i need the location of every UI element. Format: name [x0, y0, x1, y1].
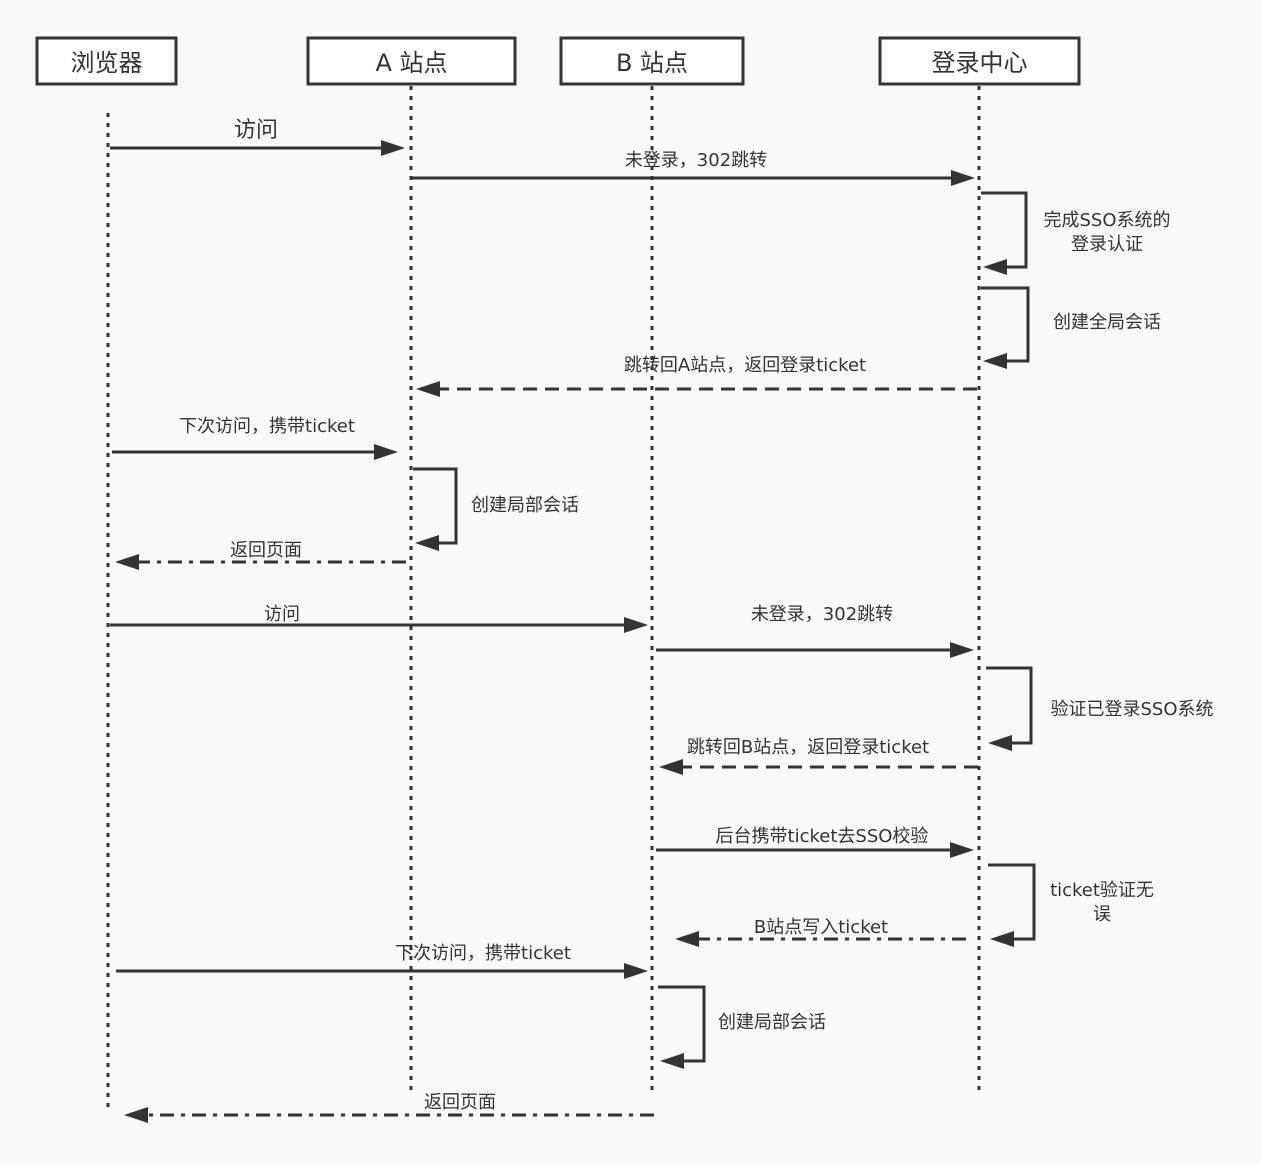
- message-15: B站点写入ticket: [675, 917, 966, 947]
- actor-label: B 站点: [616, 49, 688, 77]
- message-label: 后台携带ticket去SSO校验: [716, 826, 929, 847]
- arrowhead: [415, 535, 439, 551]
- message-13: 后台携带ticket去SSO校验: [656, 826, 974, 858]
- message-label: 完成SSO系统的登录认证: [1043, 210, 1170, 255]
- actor-siteB: B 站点: [559, 36, 745, 86]
- actor-label: 浏览器: [71, 49, 143, 77]
- self-message-line: [981, 286, 1030, 363]
- self-message-line: [986, 666, 1033, 745]
- message-label: 创建局部会话: [471, 495, 579, 516]
- message-7: 创建局部会话: [413, 467, 579, 551]
- arrowhead: [381, 140, 405, 156]
- message-label: 未登录，302跳转: [751, 604, 893, 625]
- message-label: 返回页面: [230, 540, 302, 561]
- message-14: ticket验证无误: [988, 863, 1154, 947]
- actor-sso: 登录中心: [878, 36, 1081, 86]
- arrowhead: [624, 963, 648, 979]
- self-message-line: [988, 863, 1036, 941]
- message-label: 创建局部会话: [718, 1012, 826, 1033]
- message-label: 访问: [264, 604, 300, 625]
- arrowhead: [416, 381, 440, 397]
- arrowhead: [950, 842, 974, 858]
- message-label: 跳转回A站点，返回登录ticket: [624, 355, 866, 376]
- arrowhead: [624, 617, 648, 633]
- message-8: 返回页面: [115, 540, 406, 570]
- actor-box: [559, 36, 745, 86]
- actor-box: [35, 36, 178, 86]
- message-label: 未登录，302跳转: [625, 150, 767, 171]
- actor-label: 登录中心: [932, 49, 1028, 77]
- message-label: 验证已登录SSO系统: [1050, 699, 1213, 720]
- arrowhead: [374, 444, 398, 460]
- actor-browser: 浏览器: [35, 36, 178, 86]
- message-label: 下次访问，携带ticket: [179, 416, 355, 437]
- arrowhead: [951, 170, 975, 186]
- message-label: ticket验证无误: [1050, 880, 1154, 925]
- actor-label: A 站点: [375, 49, 447, 77]
- arrowhead: [659, 759, 683, 775]
- message-5: 跳转回A站点，返回登录ticket: [416, 355, 977, 397]
- message-6: 下次访问，携带ticket: [112, 416, 398, 460]
- message-18: 返回页面: [124, 1092, 654, 1123]
- message-label: B站点写入ticket: [754, 917, 888, 938]
- arrowhead: [675, 931, 699, 947]
- message-4: 创建全局会话: [981, 286, 1161, 369]
- message-1: 访问: [110, 118, 405, 156]
- arrowhead: [124, 1107, 148, 1123]
- arrowhead: [660, 1053, 684, 1069]
- message-label: 访问: [234, 118, 278, 143]
- arrowhead: [115, 554, 139, 570]
- arrowhead: [988, 735, 1012, 751]
- self-message-line: [981, 191, 1028, 269]
- message-9: 访问: [110, 604, 648, 633]
- actor-box: [306, 36, 517, 86]
- message-11: 验证已登录SSO系统: [986, 666, 1214, 751]
- message-label: 下次访问，携带ticket: [395, 943, 571, 964]
- arrowhead: [983, 259, 1007, 275]
- actor-box: [878, 36, 1081, 86]
- self-message-line: [413, 467, 458, 545]
- arrowhead: [990, 931, 1014, 947]
- message-10: 未登录，302跳转: [656, 604, 974, 658]
- message-label: 跳转回B站点，返回登录ticket: [687, 737, 929, 758]
- message-3: 完成SSO系统的登录认证: [981, 191, 1171, 275]
- message-label: 创建全局会话: [1053, 312, 1161, 333]
- actor-siteA: A 站点: [306, 36, 517, 86]
- message-label: 返回页面: [424, 1092, 496, 1113]
- message-2: 未登录，302跳转: [411, 150, 975, 186]
- self-message-line: [658, 985, 706, 1063]
- message-12: 跳转回B站点，返回登录ticket: [659, 737, 978, 775]
- arrowhead: [983, 353, 1007, 369]
- message-16: 下次访问，携带ticket: [116, 943, 648, 979]
- message-17: 创建局部会话: [658, 985, 826, 1069]
- arrowhead: [950, 642, 974, 658]
